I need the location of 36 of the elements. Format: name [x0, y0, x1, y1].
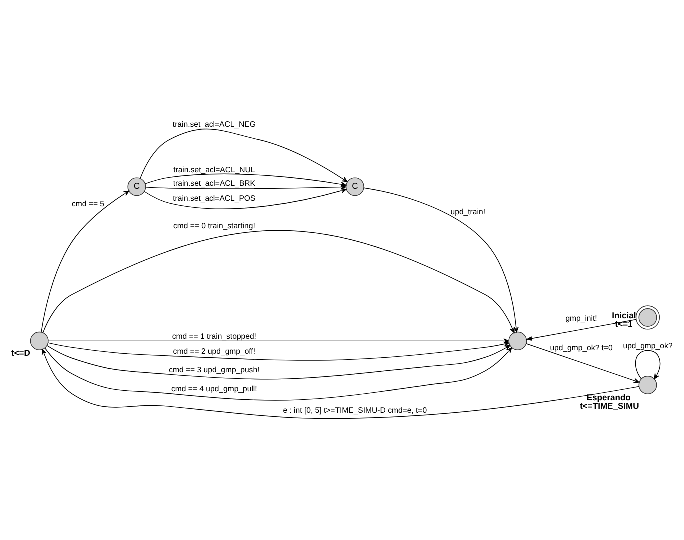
edge-label: cmd == 0 train_starting! [173, 222, 256, 231]
arrow [48, 342, 510, 361]
edge-label: train.set_acl=ACL_BRK [173, 179, 256, 188]
node-label: t<=1 [615, 319, 633, 330]
arrow [526, 319, 637, 341]
arrow [144, 188, 347, 210]
arrow [42, 349, 640, 420]
node-label: Inicial [612, 310, 636, 320]
edge-label: cmd == 3 upd_gmp_push! [169, 365, 260, 374]
edge-label: train.set_acl=ACL_NEG [172, 120, 256, 130]
arrow [526, 344, 640, 384]
arrow [46, 345, 511, 380]
edge-label: gmp_init! [566, 314, 598, 324]
node-circle [30, 332, 49, 350]
arrow [41, 190, 130, 333]
node-circle [638, 376, 658, 394]
node-label: Esperando [586, 392, 631, 402]
edge-label: cmd == 1 train_stopped! [172, 332, 256, 341]
edge-label: e : int [0, 5] t>=TIME_SIMU-D cmd=e, t=0 [283, 406, 428, 415]
edge-label: upd_gmp_ok? [623, 341, 673, 350]
edge-label: train.set_acl=ACL_NUL [174, 166, 256, 175]
node-circle: C [128, 178, 146, 196]
node-label: t<=D [12, 348, 30, 358]
arrow [140, 128, 348, 182]
node-circle [508, 332, 528, 350]
arrow [44, 348, 512, 401]
node-circle [636, 306, 660, 330]
arrow [42, 230, 515, 334]
edge-label: upd_gmp_ok? t=0 [550, 343, 613, 352]
edge-label: cmd == 2 upd_gmp_off! [173, 346, 256, 356]
node-circle: C [346, 178, 364, 196]
edge-label: cmd == 5 [72, 200, 105, 209]
edge-label: upd_train! [450, 208, 486, 217]
edge-label: train.set_acl=ACL_POS [173, 194, 256, 204]
arrow [635, 350, 661, 380]
edge-label: cmd == 4 upd_gmp_pull! [172, 384, 258, 394]
